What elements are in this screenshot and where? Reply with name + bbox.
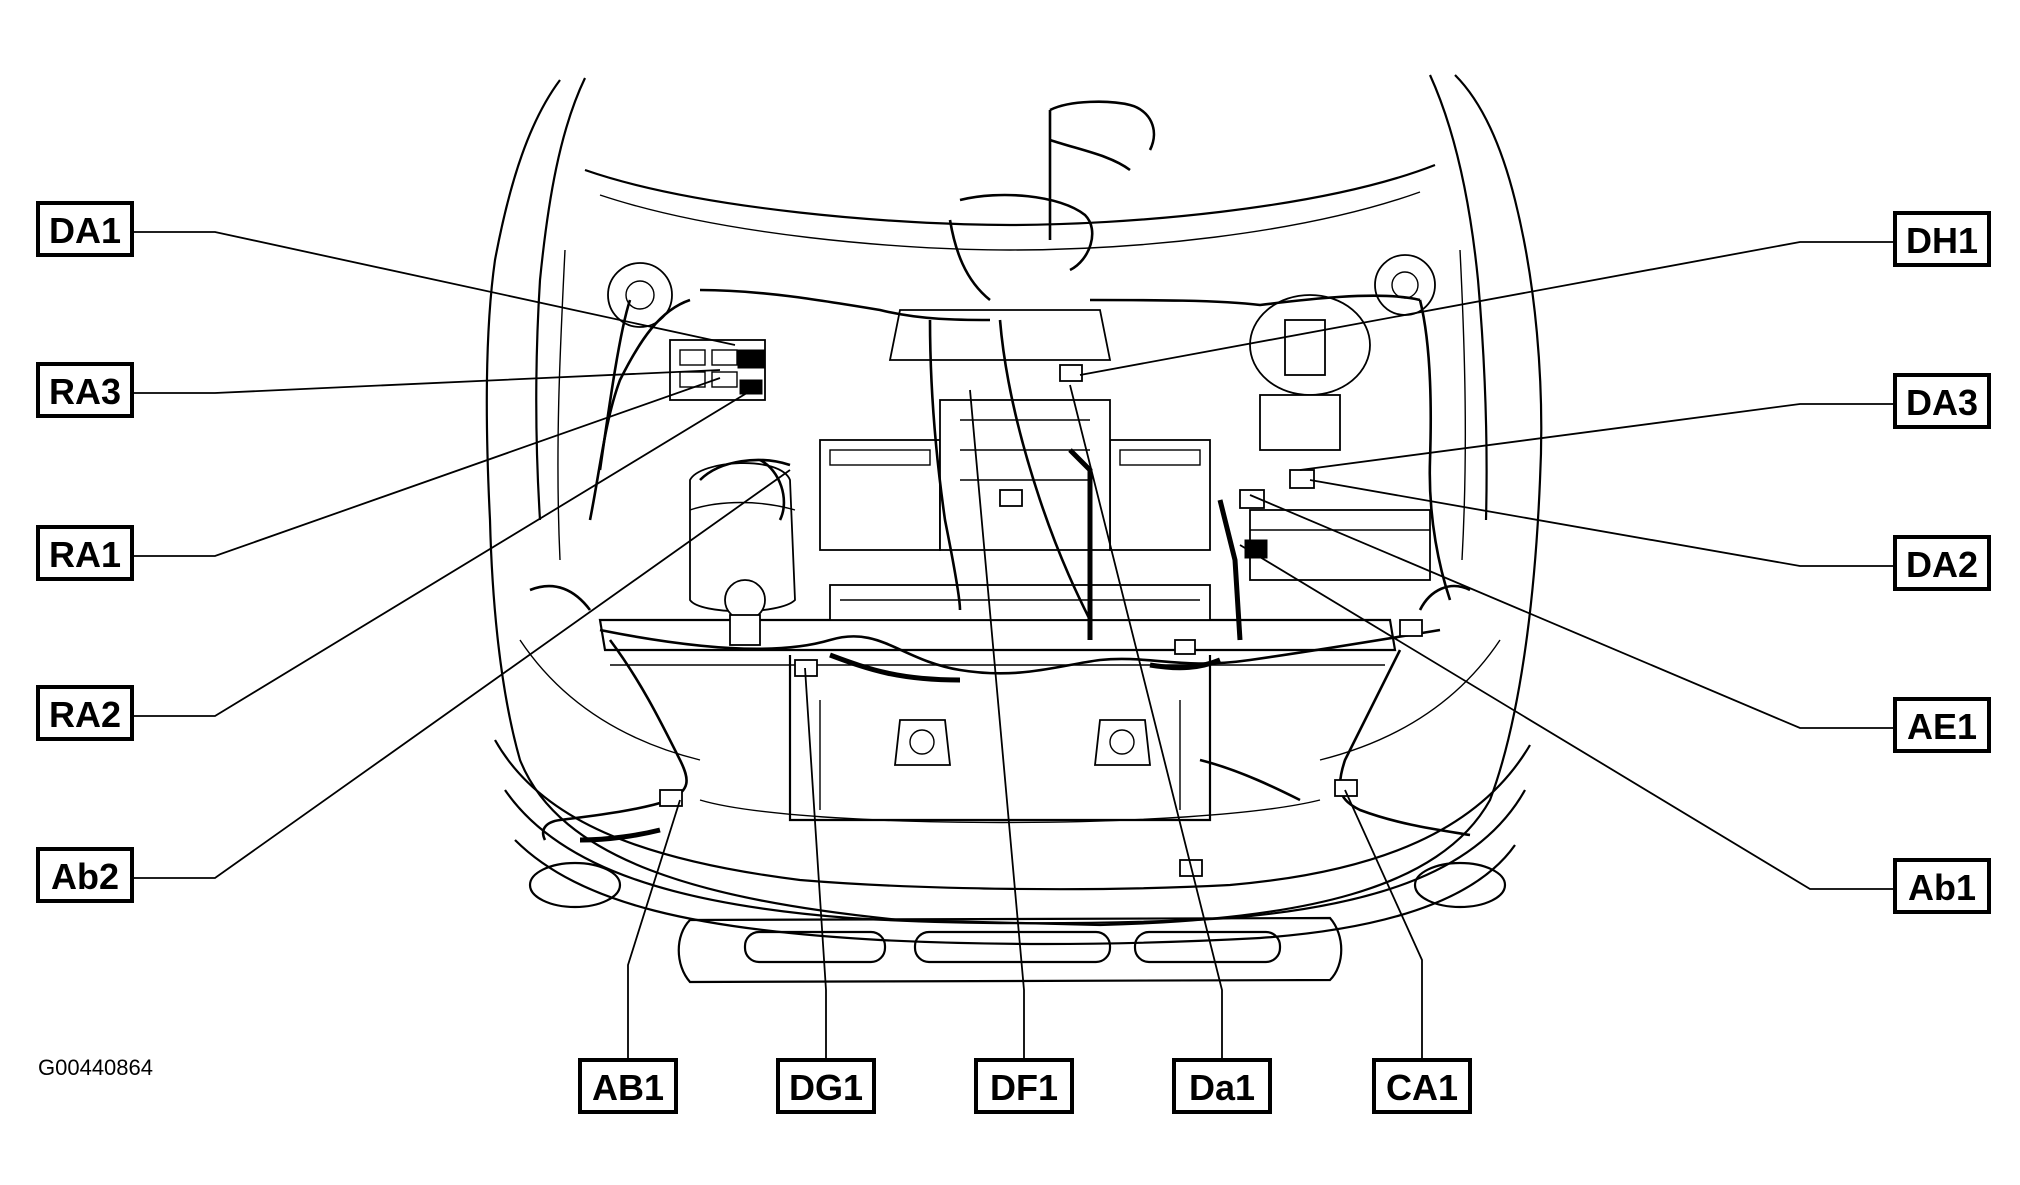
vehicle-body-outline [485, 74, 1543, 984]
leader-DF1 [969, 389, 1025, 1060]
leader-RA3 [132, 369, 721, 394]
callout-AE1: AE1 [1907, 706, 1977, 747]
leader-RA1 [132, 377, 721, 557]
leader-Da1 [1069, 384, 1223, 1060]
callout-DA3: DA3 [1906, 382, 1978, 423]
leader-RA2 [132, 384, 761, 717]
wiring-harness [529, 100, 1471, 877]
callout-CA1: CA1 [1386, 1067, 1458, 1108]
callout-Ab1: Ab1 [1908, 867, 1976, 908]
callout-AB1: AB1 [592, 1067, 664, 1108]
callout-DH1: DH1 [1906, 220, 1978, 261]
callouts-right: DH1 DA3 DA2 AE1 Ab1 [1893, 211, 1991, 914]
callout-DA1: DA1 [49, 210, 121, 251]
figure-id: G00440864 [38, 1055, 153, 1080]
callout-DF1: DF1 [990, 1067, 1058, 1108]
leader-DA3 [1299, 403, 1895, 471]
leader-DH1 [1079, 241, 1895, 376]
engine-bay-components [607, 254, 1436, 766]
leader-DG1 [804, 667, 827, 1060]
leader-AE1 [1249, 494, 1895, 729]
callout-RA3: RA3 [49, 371, 121, 412]
callouts-bottom: AB1 DG1 DF1 Da1 CA1 [578, 1058, 1472, 1114]
callouts-left: DA1 RA3 RA1 RA2 Ab2 [36, 201, 134, 903]
leader-Ab2 [132, 469, 791, 879]
leader-Ab1 [1239, 544, 1895, 890]
callout-Da1: Da1 [1189, 1067, 1255, 1108]
leader-DA2 [1309, 479, 1895, 567]
leader-DA1 [132, 231, 736, 346]
leader-AB1 [627, 799, 681, 1060]
leader-CA1 [1344, 789, 1423, 1060]
callout-RA2: RA2 [49, 694, 121, 735]
callout-Ab2: Ab2 [51, 856, 119, 897]
callout-DG1: DG1 [789, 1067, 863, 1108]
callout-RA1: RA1 [49, 534, 121, 575]
leader-lines [132, 231, 1895, 1060]
callout-DA2: DA2 [1906, 544, 1978, 585]
